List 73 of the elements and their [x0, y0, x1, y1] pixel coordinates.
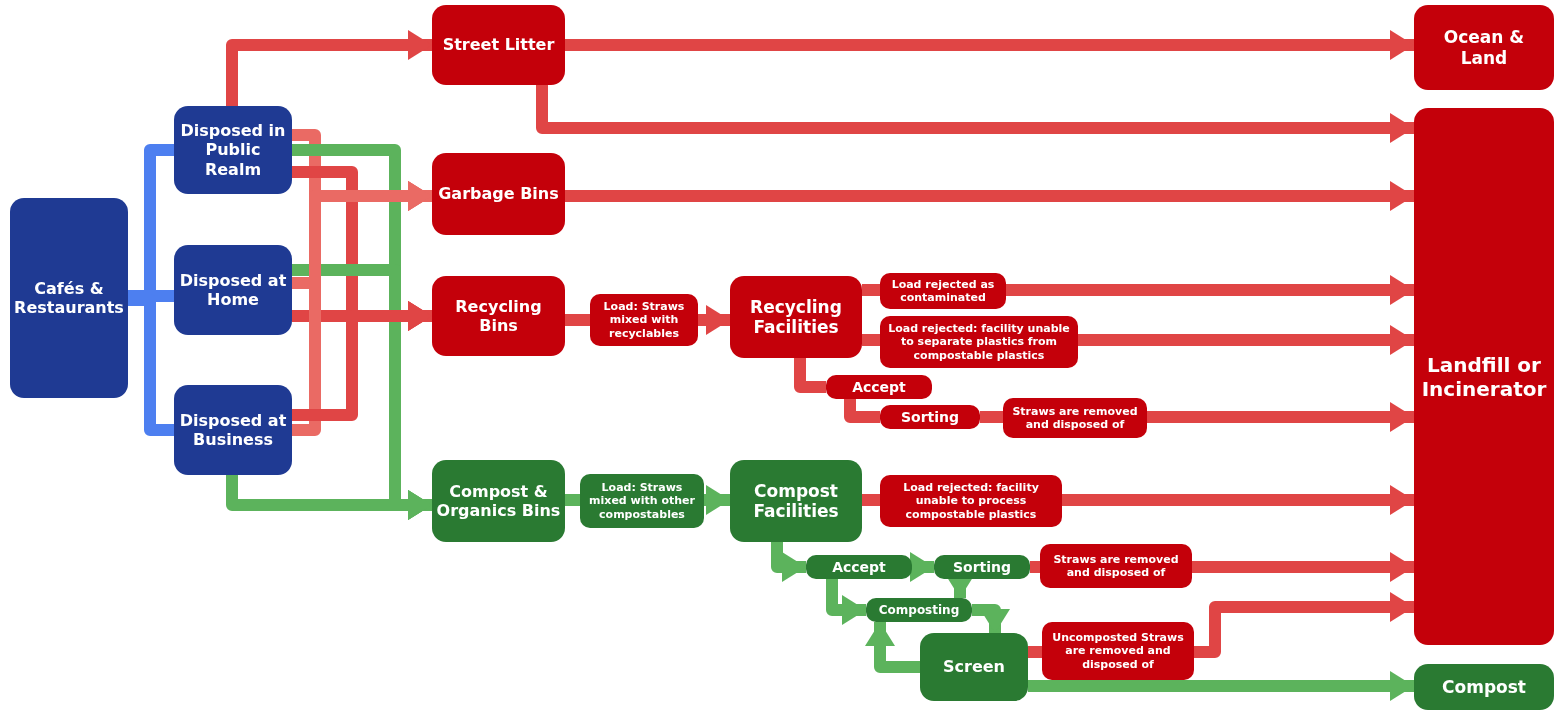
node-label: Uncomposted Straws are removed and disposed of: [1051, 631, 1185, 671]
step-label-box: [880, 405, 980, 429]
step-label-box: [880, 475, 1062, 527]
flow-arrow: [972, 604, 1010, 633]
process-box: [730, 276, 862, 358]
node-label: Load: Straws mixed with recyclables: [602, 300, 686, 340]
flow-arrow: [1192, 552, 1414, 582]
step-label-box: [590, 294, 698, 346]
step-label-box: [880, 316, 1078, 368]
node-label: Garbage Bins: [438, 184, 559, 204]
process-box: [174, 245, 292, 335]
node-label: Sorting: [900, 408, 960, 426]
flow-arrow: [826, 579, 866, 625]
flow-arrow: [226, 30, 432, 106]
node-label: Composting: [878, 602, 960, 618]
node-label: Compost: [1442, 676, 1526, 698]
flow-arrow: [910, 552, 934, 582]
flow-arrow: [698, 305, 730, 335]
flow-arrow: [794, 358, 826, 393]
process-box: [1414, 5, 1554, 90]
node-label: Landfill or Incinerator: [1420, 352, 1548, 401]
flow-arrow: [1006, 275, 1414, 305]
step-label-box: [806, 555, 912, 579]
process-box: [432, 5, 565, 85]
step-label-box: [826, 375, 932, 399]
step-label-box: [866, 598, 972, 622]
node-label: Street Litter: [442, 35, 555, 55]
flow-arrow: [1147, 402, 1414, 432]
node-label: Disposed at Home: [178, 270, 288, 310]
flow-arrow: [1078, 325, 1414, 355]
step-label-box: [880, 273, 1006, 309]
node-label: Screen: [943, 657, 1005, 677]
flow-arrow: [865, 622, 920, 673]
node-label: Disposed at Business: [178, 410, 288, 450]
process-box: [1414, 664, 1554, 710]
flow-arrow: [1194, 592, 1414, 658]
step-label-box: [1040, 544, 1192, 588]
node-label: Recycling Bins: [454, 296, 543, 336]
process-box: [920, 633, 1028, 701]
node-label: Recycling Facilities: [749, 296, 843, 338]
flow-arrow: [565, 30, 1414, 60]
process-box: [174, 385, 292, 475]
node-label: Sorting: [952, 558, 1012, 576]
node-label: Straws are removed and disposed of: [1052, 552, 1180, 580]
process-box: [730, 460, 862, 542]
node-label: Disposed in Public Realm: [179, 121, 287, 179]
node-label: Load rejected as contaminated: [890, 277, 996, 305]
flow-arrow: [565, 181, 1414, 211]
process-box: [174, 106, 292, 194]
process-box: [432, 153, 565, 235]
node-label: Ocean & Land: [1442, 27, 1526, 68]
process-box: [1414, 108, 1554, 645]
flow-arrow: [844, 399, 880, 423]
flow-arrow: [1028, 671, 1414, 701]
step-label-box: [1003, 398, 1147, 438]
flow-arrow: [704, 485, 730, 515]
node-label: Accept: [852, 378, 906, 396]
flow-arrow: [771, 542, 806, 582]
node-label: Compost & Organics Bins: [436, 481, 561, 521]
process-box: [432, 276, 565, 356]
node-label: Load rejected: facility unable to separate plastics from compostable plastics: [887, 322, 1071, 362]
step-label-box: [934, 555, 1030, 579]
node-label: Load: Straws mixed with other compostables: [588, 481, 696, 521]
process-box: [432, 460, 565, 542]
node-label: Compost Facilities: [752, 480, 840, 522]
process-box: [10, 198, 128, 398]
node-label: Straws are removed and disposed of: [1011, 404, 1139, 432]
node-label: Load rejected: facility unable to process compostable plastics: [902, 481, 1040, 521]
node-label: Cafés & Restaurants: [14, 278, 124, 318]
step-label-box: [1042, 622, 1194, 680]
node-label: Accept: [832, 558, 886, 576]
flow-arrow: [1062, 485, 1414, 515]
step-label-box: [580, 474, 704, 528]
